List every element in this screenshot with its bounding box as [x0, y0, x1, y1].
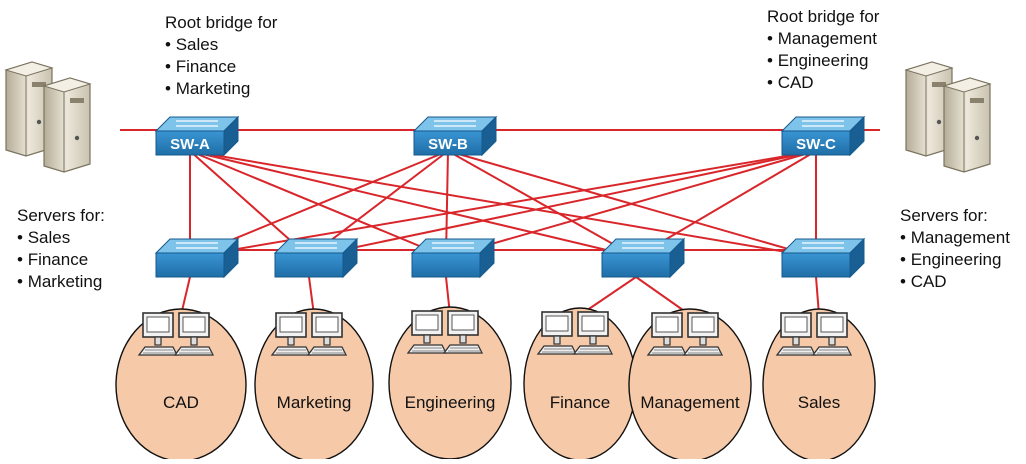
root-bridge-item: Management [767, 28, 879, 50]
computer-icon [573, 311, 613, 355]
group-label: Engineering [405, 393, 496, 412]
switch-front [411, 252, 481, 278]
computer-icon [812, 312, 852, 356]
computer-icon [271, 312, 311, 356]
group-label: Sales [798, 393, 841, 412]
link-line [635, 276, 691, 316]
computer-icon [683, 312, 723, 356]
group-label: Management [640, 393, 740, 412]
group-label: Marketing [277, 393, 352, 412]
root-bridge-note-title: Root bridge for [767, 7, 880, 26]
computer-icon [647, 312, 687, 356]
switch-front [155, 252, 225, 278]
root-bridge-note-right: Root bridge for Management Engineering C… [767, 6, 879, 94]
computer-icon [174, 312, 214, 356]
servers-item: Marketing [17, 271, 105, 293]
computer-icon [307, 312, 347, 356]
computer-icon [776, 312, 816, 356]
switch-front [781, 130, 851, 156]
switch-front [274, 252, 344, 278]
switch-front [781, 252, 851, 278]
servers-item: Sales [17, 227, 105, 249]
root-bridge-note-left: Root bridge for Sales Finance Marketing [165, 12, 277, 100]
group-label: CAD [163, 393, 199, 412]
root-bridge-item: Sales [165, 34, 277, 56]
switch-front [413, 130, 483, 156]
link-line [308, 150, 817, 258]
computer-icon [407, 310, 447, 354]
servers-note-title: Servers for: [900, 206, 988, 225]
group-label: Finance [550, 393, 610, 412]
server-icon [43, 77, 91, 173]
root-bridge-item: Finance [165, 56, 277, 78]
computer-icon [537, 311, 577, 355]
link-line [447, 150, 637, 258]
servers-item: Management [900, 227, 1010, 249]
root-bridge-item: Engineering [767, 50, 879, 72]
server-icon [943, 77, 991, 173]
root-bridge-item: CAD [767, 72, 879, 94]
switch-label: SW-C [796, 136, 836, 153]
link-line [445, 150, 817, 258]
servers-item: CAD [900, 271, 1010, 293]
root-bridge-note-title: Root bridge for [165, 13, 278, 32]
servers-item: Finance [17, 249, 105, 271]
servers-note-right: Servers for: Management Engineering CAD [900, 205, 1010, 293]
servers-item: Engineering [900, 249, 1010, 271]
switch-label: SW-A [170, 136, 210, 153]
switch-label: SW-B [428, 136, 468, 153]
computer-icon [138, 312, 178, 356]
servers-note-title: Servers for: [17, 206, 105, 225]
link-line [189, 150, 637, 258]
servers-note-left: Servers for: Sales Finance Marketing [17, 205, 105, 293]
switch-front [155, 130, 225, 156]
computer-icon [443, 310, 483, 354]
root-bridge-item: Marketing [165, 78, 277, 100]
switch-front [601, 252, 671, 278]
